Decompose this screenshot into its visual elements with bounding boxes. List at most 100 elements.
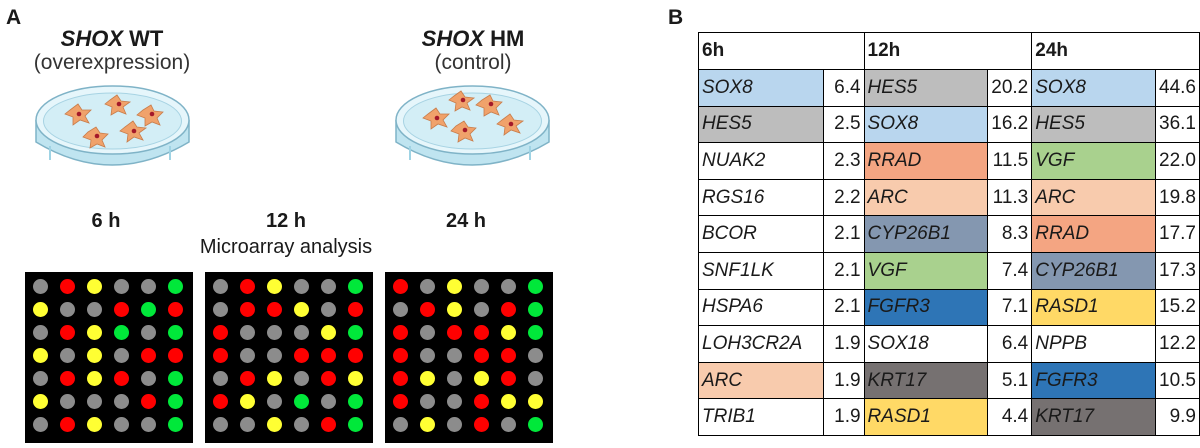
gene-cell: ARC [1031,178,1156,217]
array-spot-yellow [294,302,309,317]
array-spot-yellow [420,417,435,432]
array-spot-gray [393,302,408,317]
array-spot-yellow [420,371,435,386]
condition-hm-suffix: HM [490,26,525,51]
array-spot-green [168,371,183,386]
gene-cell: SOX8 [1031,69,1156,107]
array-spot-yellow [33,302,48,317]
petri-dish-wt-icon [35,85,190,166]
array-spot-green [528,325,543,340]
fold-change-cell: 17.3 [1154,251,1200,290]
array-spot-red [393,394,408,409]
array-spot-gray [87,302,102,317]
array-spot-red [213,348,228,363]
fold-change-cell: 6.4 [987,325,1033,363]
fold-change-cell: 1.9 [823,398,865,436]
array-spot-green [348,279,363,294]
array-spot-gray [528,371,543,386]
array-spot-gray [141,417,156,432]
array-spot-red [213,325,228,340]
array-spot-red [474,394,489,409]
array-spot-gray [447,348,462,363]
array-spot-gray [528,348,543,363]
array-spot-gray [267,325,282,340]
array-spot-gray [60,394,75,409]
array-spot-yellow [267,417,282,432]
array-spot-gray [420,325,435,340]
fold-change-cell: 9.9 [1154,398,1200,436]
fold-change-cell: 7.4 [987,251,1033,290]
gene-cell: CYP26B1 [863,215,989,253]
gene-cell: ARC [697,361,825,400]
array-spot-red [321,371,336,386]
gene-cell: HES5 [1031,105,1156,144]
array-spot-green [528,417,543,432]
array-spot-gray [213,417,228,432]
array-spot-red [321,348,336,363]
header-12h: 12h [863,32,1033,70]
gene-cell: CYP26B1 [1031,251,1156,290]
array-spot-red [267,302,282,317]
array-spot-yellow [528,394,543,409]
array-spot-gray [447,417,462,432]
fold-change-cell: 44.6 [1154,69,1200,107]
gene-cell: LOH3CR2A [697,325,825,363]
fold-change-cell: 36.1 [1154,105,1200,144]
fold-change-cell: 20.2 [987,69,1033,107]
array-spot-gray [60,302,75,317]
array-spot-gray [501,279,516,294]
fold-change-cell: 19.8 [1154,178,1200,217]
timepoint-12h: 12 h [265,210,307,232]
timepoint-6h: 6 h [91,210,121,232]
array-spot-gray [420,279,435,294]
array-spot-gray [87,394,102,409]
array-spot-red [348,302,363,317]
array-spot-gray [447,371,462,386]
fold-change-cell: 7.1 [987,288,1033,327]
array-spot-red [168,348,183,363]
array-spot-gray [474,302,489,317]
petri-dish-hm-icon [395,85,550,166]
array-spot-gray [240,348,255,363]
gene-cell: ARC [863,178,989,217]
condition-hm-subtitle: (control) [434,51,512,74]
gene-cell: RRAD [863,142,989,180]
array-spot-yellow [501,325,516,340]
fold-change-cell: 22.0 [1154,142,1200,180]
array-spot-yellow [33,348,48,363]
fold-change-cell: 2.3 [823,142,865,180]
array-spot-gray [141,325,156,340]
gene-cell: TRIB1 [697,398,825,436]
array-spot-green [348,394,363,409]
gene-cell: HSPA6 [697,288,825,327]
fold-change-cell: 17.7 [1154,215,1200,253]
array-spot-red [393,279,408,294]
array-spot-gray [294,279,309,294]
array-spot-red [60,279,75,294]
array-spot-yellow [447,302,462,317]
array-spot-green [348,417,363,432]
array-spot-red [141,394,156,409]
array-spot-gray [141,279,156,294]
gene-cell: SOX18 [863,325,989,363]
array-spot-green [528,279,543,294]
array-spot-yellow [87,371,102,386]
fold-change-cell: 1.9 [823,325,865,363]
panel-b-label: B [668,6,684,29]
array-spot-gray [240,417,255,432]
array-spot-red [393,325,408,340]
array-spot-red [240,302,255,317]
array-spot-gray [240,325,255,340]
gene-cell: SOX8 [697,69,825,107]
fold-change-cell: 15.2 [1154,288,1200,327]
gene-cell: RASD1 [1031,288,1156,327]
condition-hm-title: SHOX HM (control) [353,27,593,75]
condition-hm-gene: SHOX [421,26,484,51]
array-spot-red [393,371,408,386]
array-spot-yellow [87,417,102,432]
